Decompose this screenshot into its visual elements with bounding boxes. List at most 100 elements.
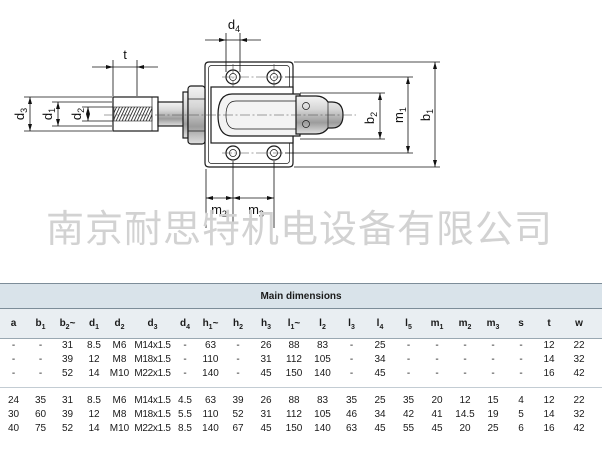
table-cell: 46 [345,409,358,420]
dimension-b1: b1 [294,61,440,168]
column-header-m1: m1 [423,308,451,339]
table-cell: 5 [518,409,524,420]
table-cell: 12 [88,409,100,420]
table-cell: 52 [61,368,74,379]
table-cell: 105 [314,354,331,365]
table-cell: 45 [260,368,272,379]
table-cell: - [406,368,411,379]
dimension-label-d1: d1 [40,108,57,120]
table-cell: 105 [314,409,331,420]
table-cell: - [38,340,43,351]
table-cell: 34 [374,409,386,420]
table-cell: 75 [34,423,47,434]
table-cell: 63 [204,395,217,406]
table-cell: 16 [543,368,555,379]
table-cell: - [349,354,354,365]
table-cell: - [183,340,187,351]
table-cell: 16 [543,423,555,434]
table-cell: - [491,354,495,365]
header-index: 4 [379,324,384,331]
table-cell: M6 [112,395,127,406]
table-cell: 22 [573,340,585,351]
column-header-t: t [535,308,563,339]
header-index: 3 [350,324,355,331]
table-cell: 39 [61,354,74,365]
table-cell: 63 [204,340,217,351]
header-index: 5 [407,324,412,331]
table-cell: 150 [285,368,303,379]
table-cell: - [183,368,187,379]
table-cell: 25 [374,395,386,406]
separator-cell [0,381,602,394]
table-cell: M6 [112,340,127,351]
table-cell: 31 [61,395,74,406]
table-cell: 110 [202,409,219,420]
table-cell: 42 [573,423,585,434]
table-cell: 14 [543,354,555,365]
header-index: 2 [321,324,326,331]
table-cell: 14 [88,368,100,379]
header-symbol: l [405,318,408,329]
column-header-d2: d2 [107,308,132,339]
table-cell: 42 [402,409,415,420]
table-cell: 32 [573,409,585,420]
table-cell: 12 [543,395,555,406]
table-cell: 5.5 [178,409,192,420]
table-cell: - [349,340,354,351]
dimension-label-b1: b1 [418,109,435,121]
dimension-d1: d1 [40,101,112,127]
table-cell: M22x1.5 [134,368,171,379]
table-cell: 42 [573,368,585,379]
toggle-clamp-drawing: d4 t d3 d1 d2 b2 [12,17,440,228]
table-cell: 83 [316,395,329,406]
dimension-label-d2: d2 [69,108,86,120]
table-title: Main dimensions [0,283,602,309]
table-cell: 88 [288,395,300,406]
dimension-label-m3: m3 [248,202,264,219]
table-cell: - [519,354,523,365]
header-index: 2 [120,324,125,331]
header-symbol: b [59,318,66,329]
column-header-b1: b1 [27,308,54,339]
table-cell: M14x1.5 [134,395,171,406]
table-cell: 52 [61,423,74,434]
header-suffix: ~ [69,318,76,329]
dimension-label-t: t [123,47,127,62]
header-index: 1 [208,324,213,331]
table-cell: 14 [543,409,555,420]
table-cell: - [38,368,43,379]
table-cell: - [11,368,16,379]
header-index: 3 [495,324,500,331]
table-cell: 12 [88,354,100,365]
header-symbol: h [202,318,209,329]
table-cell: 88 [288,340,300,351]
table-title-row: Main dimensions [0,283,602,309]
table-cell: M18x1.5 [134,409,171,420]
header-symbol: b [35,318,42,329]
table-cell: 140 [202,368,219,379]
header-symbol: d [147,318,154,329]
column-header-h3: h3 [252,308,280,339]
table-cell: 45 [374,423,386,434]
table-cell: - [435,368,439,379]
table-cell: 25 [374,340,386,351]
table-cell: 8.5 [87,340,101,351]
table-cell: - [463,368,467,379]
table-cell: 30 [7,409,20,420]
header-index: 3 [153,324,158,331]
table-cell: 60 [34,409,47,420]
column-header-w: w [563,308,602,339]
table-cell: 83 [316,340,329,351]
table-cell: 35 [345,395,358,406]
header-index: 1 [439,324,444,331]
table-cell: 25 [487,423,499,434]
